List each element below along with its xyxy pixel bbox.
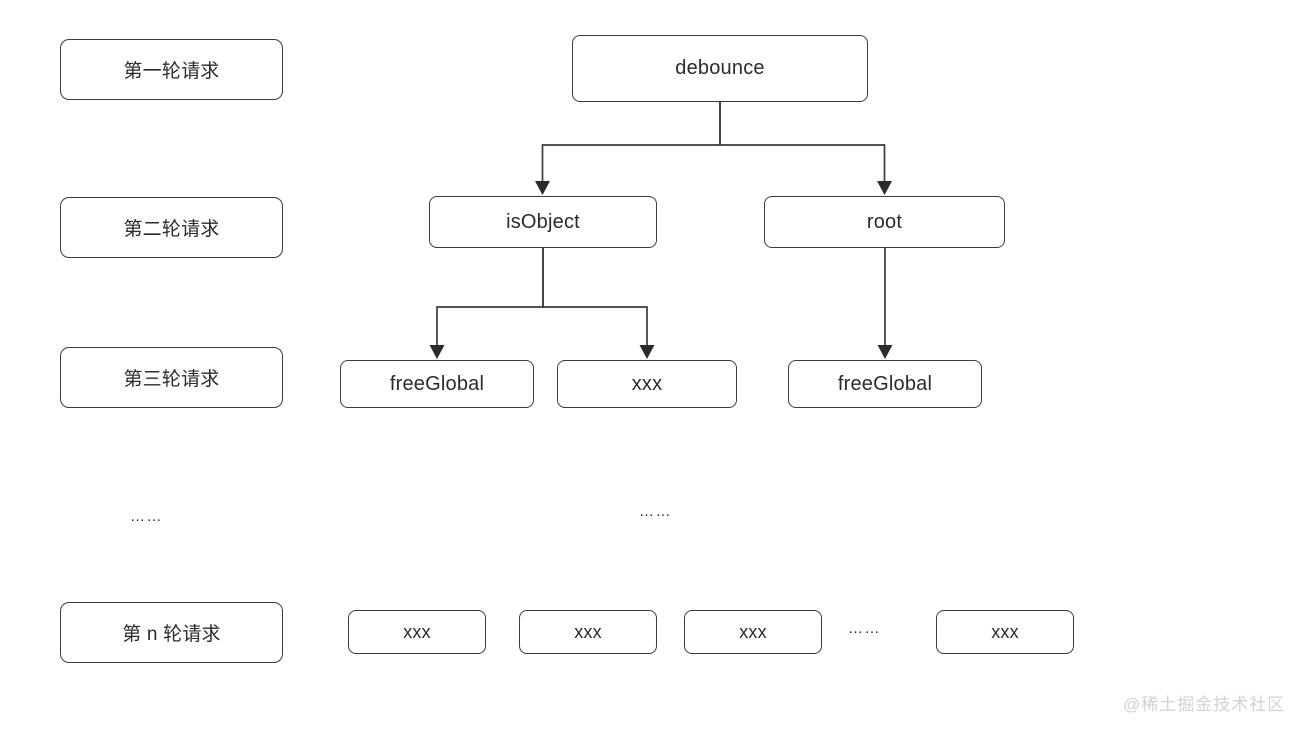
tail-node-tail-3[interactable]: xxx xyxy=(684,610,822,654)
tail-node-tail-1[interactable]: xxx xyxy=(348,610,486,654)
stage-label-round-n[interactable]: 第 n 轮请求 xyxy=(60,602,283,663)
edge-root-to-freeGlobal-right-arrowhead xyxy=(877,345,893,359)
edge-isObject-to-freeGlobal-left xyxy=(429,248,544,359)
tree-node-freeGlobal-right[interactable]: freeGlobal xyxy=(788,360,982,408)
stage-label-round-2[interactable]: 第二轮请求 xyxy=(60,197,283,258)
tree-node-root[interactable]: root xyxy=(764,196,1005,248)
watermark: @稀土掘金技术社区 xyxy=(1123,695,1286,714)
tree-node-freeGlobal-left[interactable]: freeGlobal xyxy=(340,360,534,408)
stage-label-round-1[interactable]: 第一轮请求 xyxy=(60,39,283,100)
tree-node-isObject[interactable]: isObject xyxy=(429,196,657,248)
ellipsis-stage-middle: …… xyxy=(639,503,672,520)
tree-node-debounce[interactable]: debounce xyxy=(572,35,868,102)
edge-debounce-to-isObject xyxy=(535,102,721,195)
stage-label-round-3[interactable]: 第三轮请求 xyxy=(60,347,283,408)
edge-root-to-freeGlobal-right xyxy=(877,248,893,359)
edge-debounce-to-root-arrowhead xyxy=(877,181,892,195)
tail-node-tail-2[interactable]: xxx xyxy=(519,610,657,654)
tail-node-tail-4[interactable]: xxx xyxy=(936,610,1074,654)
edge-isObject-to-freeGlobal-left-arrowhead xyxy=(429,345,445,359)
edge-isObject-to-xxx-middle xyxy=(542,248,655,359)
ellipsis-tail-row: …… xyxy=(848,620,881,637)
ellipsis-stage-left: …… xyxy=(130,508,163,525)
edge-isObject-to-xxx-middle-arrowhead xyxy=(639,345,655,359)
tree-node-xxx-middle[interactable]: xxx xyxy=(557,360,737,408)
edge-debounce-to-isObject-arrowhead xyxy=(535,181,550,195)
edge-debounce-to-root xyxy=(719,102,892,195)
